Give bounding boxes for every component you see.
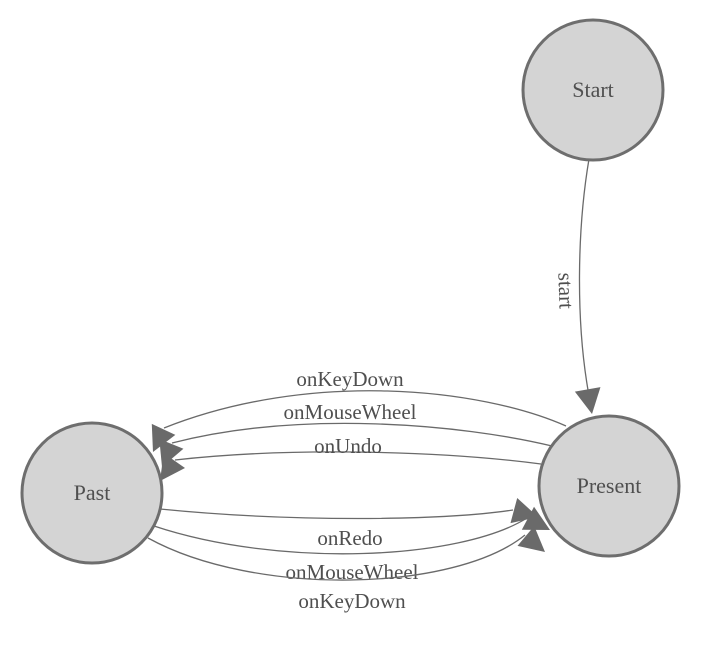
edge-path [578,158,590,391]
transition-edge-start: start [553,158,601,414]
state-circle [521,18,665,162]
edge-path [159,508,514,520]
arrowhead-icon [521,506,550,530]
arrowhead-icon [151,423,176,452]
edge-label: onKeyDown [296,367,404,391]
state-node-past: Past [20,421,164,565]
transition-edge-onUndo: onUndo [160,434,542,481]
transition-edge-onRedo: onRedo [159,497,538,550]
state-node-start: Start [521,18,665,162]
transition-edge-onKeyDown: onKeyDown [151,367,567,452]
edge-path [171,422,553,447]
edge-label: onRedo [317,526,382,550]
edge-path [163,390,567,429]
arrowhead-icon [160,453,185,481]
state-node-present: Present [537,414,681,558]
arrowhead-icon [517,525,545,552]
edge-path [147,534,526,581]
edge-label: onKeyDown [298,589,406,613]
edge-label: onMouseWheel [284,400,417,424]
state-label: Past [74,480,111,505]
state-label: Present [577,473,642,498]
edge-label: start [553,272,578,309]
state-circle [20,421,164,565]
edge-label: onUndo [314,434,382,458]
transition-edge-onKeyDown: onKeyDown [147,525,545,613]
edge-path [174,451,542,465]
state-label: Start [572,77,614,102]
edge-path [153,517,528,555]
transition-edge-onMouseWheel: onMouseWheel [159,400,553,467]
arrowhead-icon [574,387,601,414]
state-circle [537,414,681,558]
